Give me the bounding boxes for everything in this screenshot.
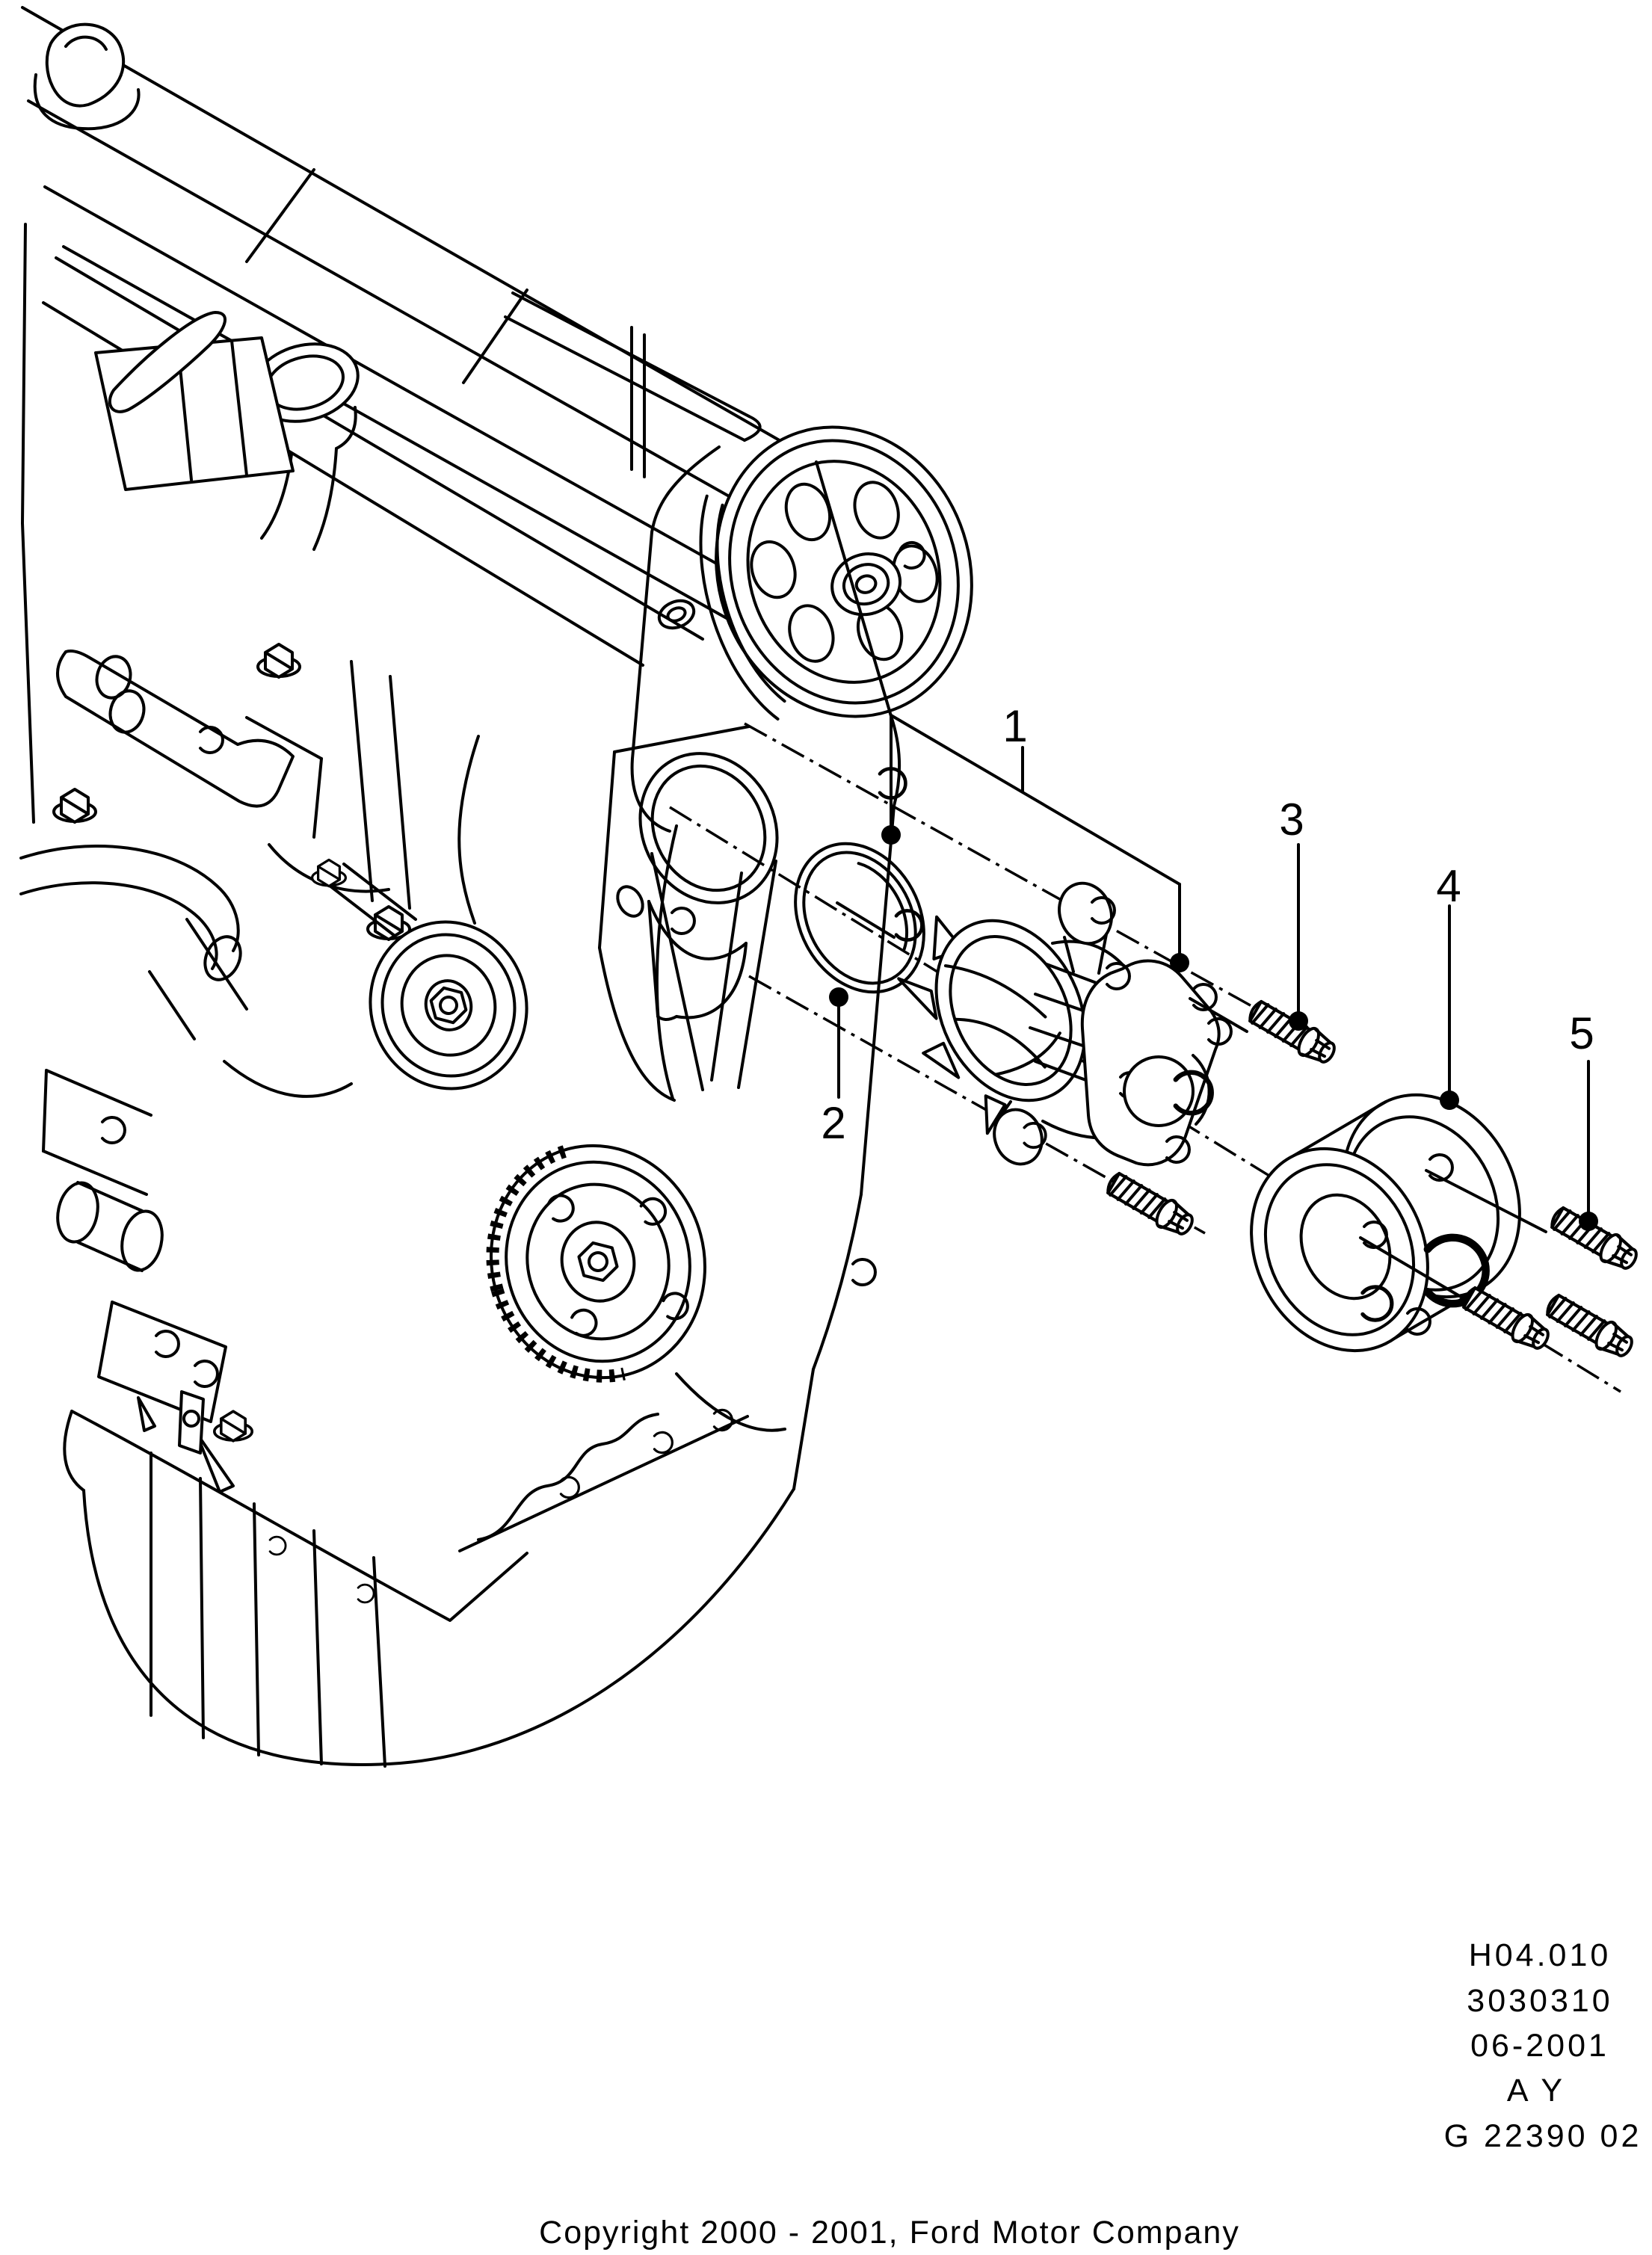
callout-4-dot [1440, 1091, 1459, 1110]
drawing-info-line-sheet: G 22390 02 [1444, 2118, 1642, 2154]
callouts: 1 2 3 4 5 [821, 701, 1598, 1231]
callout-5-dot [1579, 1212, 1598, 1231]
callout-3-dot [1289, 1011, 1308, 1031]
callout-3: 3 [1279, 795, 1308, 1031]
callout-5-label: 5 [1569, 1008, 1594, 1058]
callout-4-label: 4 [1436, 861, 1461, 911]
drawing-info-line-date: 06-2001 [1470, 2028, 1609, 2064]
bolt-lower [1101, 1167, 1199, 1242]
copyright-text: Copyright 2000 - 2001, Ford Motor Compan… [539, 2215, 1240, 2251]
callout-3-label: 3 [1279, 795, 1304, 845]
callout-2-label: 2 [821, 1098, 845, 1148]
drawing-info-line-ref: H04.010 [1469, 1937, 1612, 1973]
callout-4: 4 [1436, 861, 1461, 1110]
drawing-info-line-code: A Y [1507, 2073, 1565, 2109]
engine-line-art [19, 6, 973, 1768]
callout-1: 1 [881, 701, 1189, 972]
callout-1-label: 1 [1002, 701, 1027, 751]
bolt-5b [1457, 1281, 1555, 1357]
part-water-pump [897, 881, 1233, 1167]
part-gasket-oring [794, 842, 925, 994]
part-pump-pulley [1250, 1093, 1547, 1353]
callout-5: 5 [1569, 1008, 1598, 1231]
callout-2-dot [829, 987, 848, 1007]
belt-tensioner [369, 920, 528, 1091]
crankshaft-pulley [486, 1144, 706, 1383]
hole-alignment-lines [836, 901, 1248, 1033]
callout-1-dot [881, 825, 901, 845]
power-steering-pulley [699, 425, 973, 721]
callout-1-dot-b [1170, 953, 1189, 972]
bolt-3 [1243, 995, 1341, 1070]
callout-2: 2 [821, 987, 848, 1148]
drawing-info-line-number: 3030310 [1467, 1983, 1612, 2019]
drawing-info-block: H04.010 3030310 06-2001 A Y G 22390 02 [1444, 1937, 1642, 2154]
